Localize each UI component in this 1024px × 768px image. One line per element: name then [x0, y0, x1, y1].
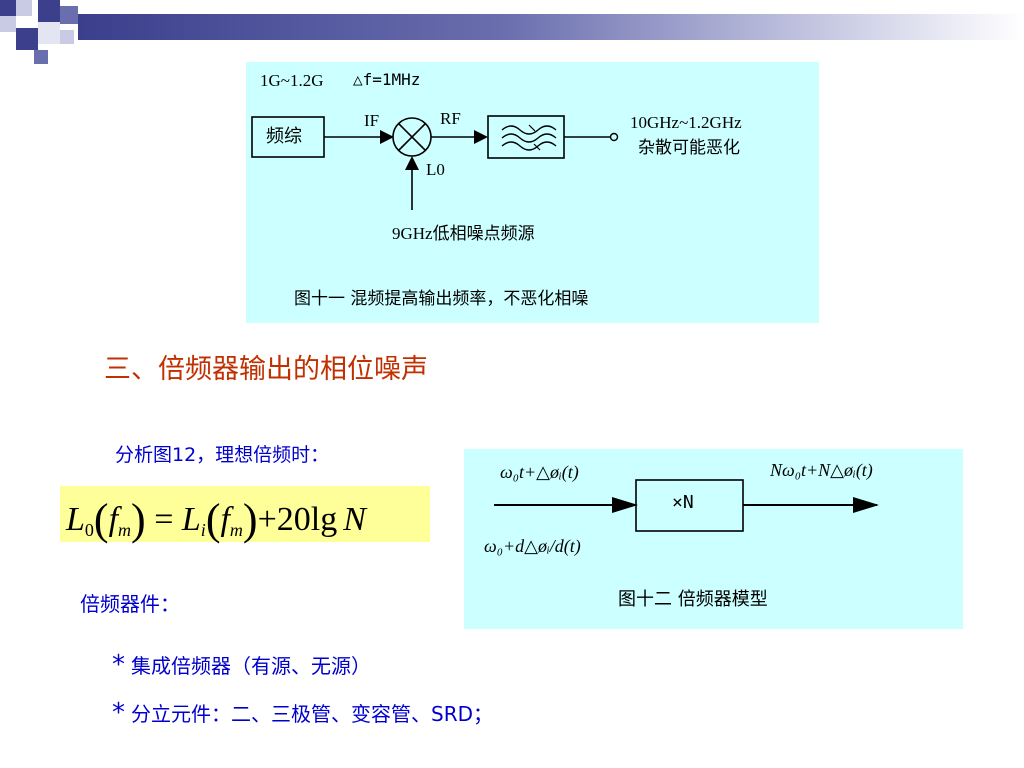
formula-li-symbol: L: [181, 501, 201, 538]
output-frequency-label: 10GHz~1.2GHz: [630, 113, 742, 132]
figure-11-diagram: [251, 115, 619, 210]
if-label: IF: [364, 111, 380, 130]
fig11-delta-f: △f=1MHz: [353, 70, 421, 89]
decor-square: [16, 0, 32, 16]
decor-square: [0, 0, 16, 16]
bullet-item-integrated-multiplier: 集成倍频器（有源、无源）: [131, 654, 371, 678]
input-frequency-label: ω₀+d△øᵢ/d(t): [484, 536, 581, 556]
bullet-mark: *: [112, 650, 125, 680]
formula-li-subscript: i: [200, 520, 206, 540]
decor-square: [0, 16, 16, 32]
formula-constant: 20lg: [276, 501, 338, 538]
multiplier-label: ×N: [672, 492, 694, 513]
devices-label: 倍频器件：: [80, 592, 180, 616]
bullet-mark: *: [112, 698, 125, 728]
decor-square: [16, 28, 38, 50]
formula-l0-symbol: L: [66, 501, 85, 538]
analysis-label: 分析图12，理想倍频时：: [115, 444, 330, 466]
formula-n-symbol: N: [343, 501, 366, 538]
formula-plus: +: [257, 501, 277, 538]
decor-square: [60, 30, 74, 44]
figure-11-panel: 1G~1.2G △f=1MHz 频综 IF RF L0 10GHz~1.2GHz…: [246, 62, 819, 323]
bullet-item-discrete-components: 分立元件：二、三极管、变容管、SRD；: [131, 702, 493, 726]
figure-12-diagram: [494, 479, 879, 532]
decor-square: [34, 50, 48, 64]
formula-f-symbol: f: [108, 501, 119, 538]
figure-12-caption: 图十二 倍频器模型: [618, 589, 768, 610]
output-phase-label: Nω₀t+N△øᵢ(t): [770, 460, 873, 480]
fig11-freq-range: 1G~1.2G: [260, 71, 324, 90]
source-label: 9GHz低相噪点频源: [392, 224, 535, 243]
decor-square: [38, 22, 60, 44]
lo-label: L0: [426, 160, 445, 179]
formula-m-subscript-2: m: [229, 520, 243, 540]
formula-f-symbol-2: f: [220, 501, 230, 538]
output-note: 杂散可能恶化: [638, 138, 740, 158]
filter-box: [487, 115, 565, 159]
figure-11-caption: 图十一 混频提高输出频率，不恶化相噪: [294, 289, 589, 309]
decor-square: [60, 6, 78, 24]
rf-label: RF: [440, 109, 461, 128]
section-title: 三、倍频器输出的相位噪声: [104, 354, 428, 385]
formula-equals: =: [154, 501, 174, 538]
header-gradient-bar: [78, 14, 1024, 40]
output-terminal: [609, 132, 619, 142]
synthesizer-label: 频综: [266, 126, 302, 147]
formula-l0-subscript: 0: [84, 520, 94, 540]
formula-m-subscript: m: [118, 520, 132, 540]
decor-square: [38, 0, 60, 22]
input-phase-label: ω₀t+△øᵢ(t): [500, 462, 579, 482]
figure-12-panel: ω₀t+△øᵢ(t) Nω₀t+N△øᵢ(t) ×N ω₀+d△øᵢ/d(t) …: [464, 449, 963, 629]
